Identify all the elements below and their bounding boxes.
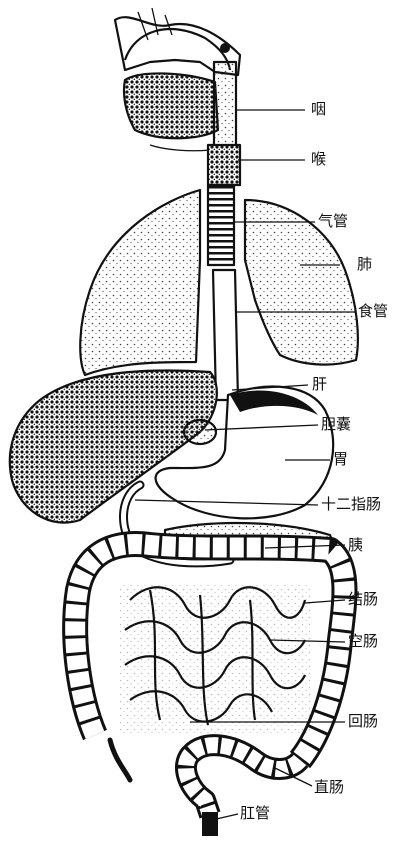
label-ileum: 回肠 (348, 714, 378, 729)
label-larynx: 喉 (311, 152, 326, 167)
label-gallbladder: 胆囊 (321, 417, 351, 432)
label-rectum: 直肠 (314, 780, 344, 795)
label-colon: 结肠 (348, 592, 378, 607)
label-esophagus: 食管 (358, 304, 388, 319)
label-liver: 肝 (312, 377, 327, 392)
trachea (208, 185, 234, 265)
label-pancreas: 胰 (348, 538, 363, 553)
label-jejunum: 空肠 (348, 634, 378, 649)
label-pharynx: 咽 (311, 102, 326, 117)
intestine-texture (120, 585, 310, 735)
label-lung: 肺 (357, 257, 372, 272)
esophagus (213, 270, 238, 400)
label-anus: 肛管 (240, 806, 270, 821)
anal-canal (202, 812, 218, 836)
label-duodenum: 十二指肠 (321, 497, 381, 512)
appendix (110, 740, 130, 780)
label-trachea: 气管 (318, 214, 348, 229)
label-stomach: 胃 (333, 452, 348, 467)
gallbladder (184, 420, 216, 444)
